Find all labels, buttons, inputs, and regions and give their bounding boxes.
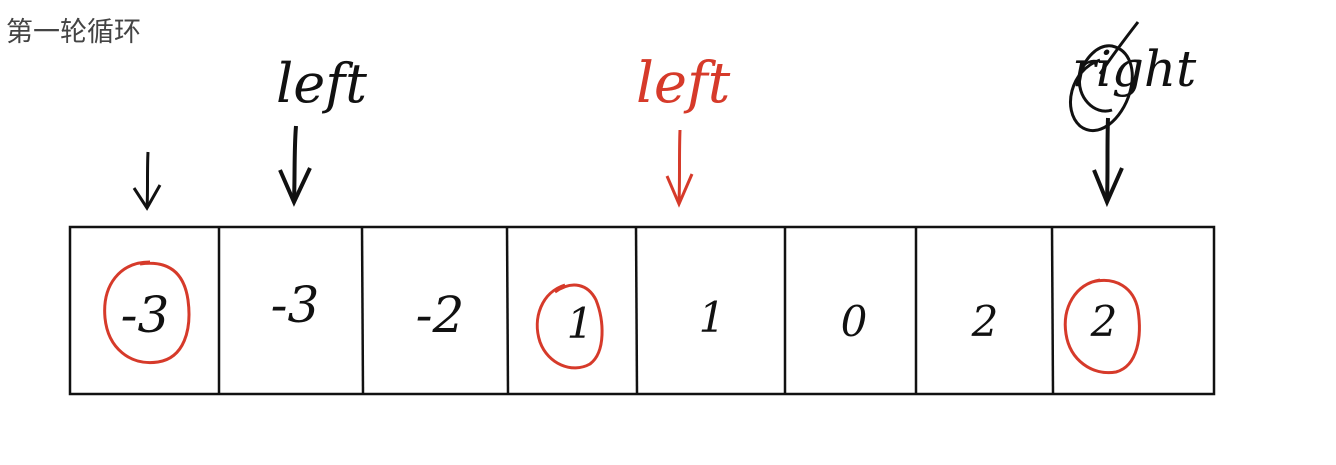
- scribble-mark: [1069, 21, 1140, 133]
- red-left-arrow-icon: [665, 129, 694, 208]
- right-label: right: [1072, 40, 1197, 98]
- black-left-label: left: [276, 52, 367, 115]
- cell-value: 2: [971, 297, 999, 346]
- cell-divider: [634, 226, 639, 395]
- red-circle-marker: [1063, 278, 1141, 375]
- array-outline: [68, 225, 1216, 396]
- cell-divider: [1050, 226, 1055, 395]
- cell-divider: [360, 226, 365, 395]
- cell-divider: [505, 226, 510, 395]
- cell-value: -2: [416, 286, 465, 344]
- cell-value: 1: [699, 293, 726, 342]
- cell-value: -3: [121, 286, 170, 344]
- cell-value: 1: [567, 299, 594, 348]
- cell-value: 2: [1090, 297, 1118, 346]
- right-arrow-icon: [1092, 117, 1124, 208]
- down-arrow-icon: [132, 151, 162, 211]
- red-circle-marker: [103, 260, 191, 365]
- page-title: 第一轮循环: [6, 17, 141, 48]
- cell-value: -3: [271, 276, 320, 334]
- cell-value: 0: [841, 297, 868, 346]
- red-circle-marker: [535, 283, 604, 370]
- red-left-label: left: [636, 51, 731, 116]
- black-left-arrow-icon: [278, 125, 312, 207]
